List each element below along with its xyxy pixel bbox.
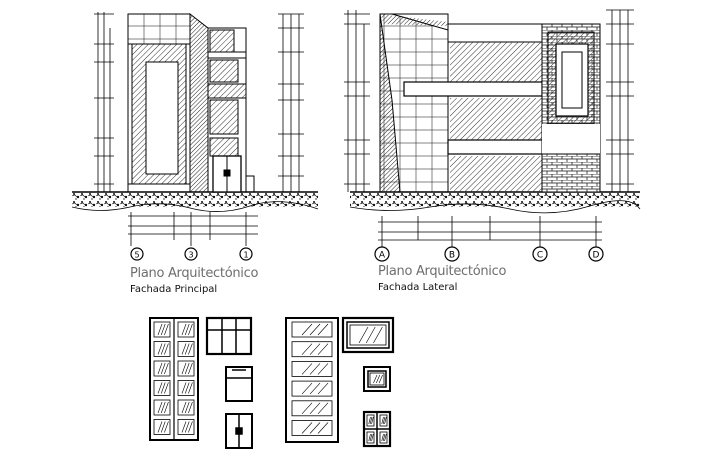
axis-marker	[444, 246, 460, 262]
glass-pane	[291, 321, 333, 338]
glass-pane	[291, 360, 333, 377]
fachada-principal-elevation	[71, 12, 319, 246]
window-detail-square	[205, 316, 253, 356]
glass-pane	[153, 341, 171, 357]
axis-label: A	[379, 251, 386, 261]
lateral-title: Plano Arquitectónico	[378, 264, 507, 279]
glass-pane	[177, 321, 195, 338]
window-schedule	[149, 316, 395, 449]
glass-pane	[291, 341, 333, 358]
glass-panes	[291, 321, 333, 436]
principal-axis-markers: 5 3 1	[130, 247, 253, 261]
axis-marker	[588, 246, 604, 262]
axis-label: B	[449, 251, 455, 261]
glass-pane	[177, 360, 195, 377]
facade-panel	[145, 61, 179, 175]
axis-label: C	[537, 251, 543, 261]
glass-pane	[177, 341, 195, 357]
glass-panes	[153, 321, 195, 435]
glass-pane	[379, 414, 388, 427]
ground-hatch	[72, 193, 318, 207]
door-detail-double	[225, 413, 253, 449]
cantilever-slab	[403, 81, 543, 97]
glass-pane	[291, 380, 333, 397]
axis-marker	[532, 246, 548, 262]
lateral-subtitle: Fachada Lateral	[378, 282, 458, 293]
glass-pane	[291, 400, 333, 417]
door-detail-single	[225, 366, 253, 402]
principal-title: Plano Arquitectónico	[130, 266, 259, 281]
axis-marker	[184, 247, 198, 261]
glass-pane	[177, 419, 195, 435]
glass-pane	[177, 380, 195, 396]
glass-pane	[153, 321, 171, 338]
glass-pane	[153, 399, 171, 416]
lateral-axis-markers: A B C D	[374, 246, 604, 262]
axis-label: 1	[243, 251, 248, 260]
axis-label: 5	[134, 251, 139, 260]
glass-pane	[379, 431, 388, 444]
axis-label: D	[593, 251, 600, 261]
glass-pane	[177, 399, 195, 416]
glass-pane	[369, 372, 385, 386]
glass-pane	[291, 420, 333, 436]
axis-marker	[239, 247, 253, 261]
glass-pane	[153, 419, 171, 435]
axis-label: 3	[188, 251, 193, 260]
principal-subtitle: Fachada Principal	[130, 284, 218, 295]
glass-pane	[366, 431, 375, 444]
axis-marker	[130, 247, 144, 261]
glass-pane	[366, 414, 375, 427]
glass-pane	[153, 380, 171, 396]
axis-marker	[374, 246, 390, 262]
glass-pane	[153, 360, 171, 377]
fachada-lateral-elevation	[344, 9, 641, 248]
glass-pane	[349, 324, 387, 346]
